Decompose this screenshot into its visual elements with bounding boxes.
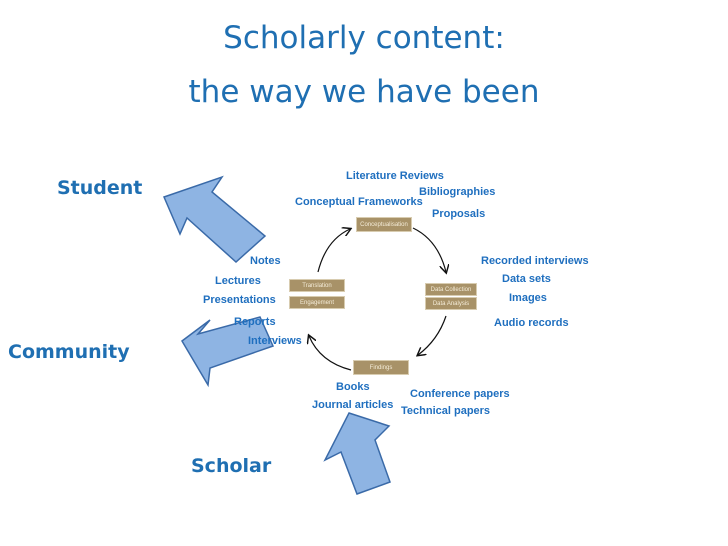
label-notes: Notes xyxy=(250,255,281,267)
box-findings: Findings xyxy=(353,360,409,375)
box-data-analysis: Data Analysis xyxy=(425,297,477,310)
label-technical-papers: Technical papers xyxy=(401,405,491,417)
label-literature-reviews: Literature Reviews xyxy=(346,170,444,182)
label-audio-records: Audio records xyxy=(494,317,569,329)
label-presentations: Presentations xyxy=(203,294,276,306)
box-data-collection: Data Collection xyxy=(425,283,477,296)
arrow-to-scholar xyxy=(323,412,391,495)
arrow-to-student xyxy=(162,175,267,264)
arrow-to-community xyxy=(181,316,275,388)
label-reports: Reports xyxy=(234,316,276,328)
label-recorded-interviews: Recorded interviews xyxy=(481,255,589,267)
title-line-2: the way we have been xyxy=(188,74,540,110)
box-engagement: Engagement xyxy=(289,296,345,309)
actor-student: Student xyxy=(57,177,143,199)
box-translation: Translation xyxy=(289,279,345,292)
actor-scholar: Scholar xyxy=(191,455,272,477)
label-bibliographies: Bibliographies xyxy=(419,186,496,198)
cycle-arrow-concept-to-data xyxy=(412,227,446,272)
cycle-arrow-translation-to-concept xyxy=(317,229,350,273)
title-line-1: Scholarly content: xyxy=(223,20,505,56)
label-lectures: Lectures xyxy=(215,275,261,287)
label-journal-articles: Journal articles xyxy=(312,399,394,411)
label-books: Books xyxy=(336,381,370,393)
cycle-arrow-findings-to-translation xyxy=(309,336,352,371)
label-conference-papers: Conference papers xyxy=(410,388,510,400)
cycle-arrow-data-to-findings xyxy=(418,315,447,355)
label-data-sets: Data sets xyxy=(502,273,551,285)
label-conceptual-frameworks: Conceptual Frameworks xyxy=(295,196,423,208)
actor-community: Community xyxy=(8,341,130,363)
label-images: Images xyxy=(509,292,547,304)
label-proposals: Proposals xyxy=(432,208,486,220)
label-interviews: Interviews xyxy=(248,335,302,347)
box-conceptualisation: Conceptualisation xyxy=(356,217,412,232)
